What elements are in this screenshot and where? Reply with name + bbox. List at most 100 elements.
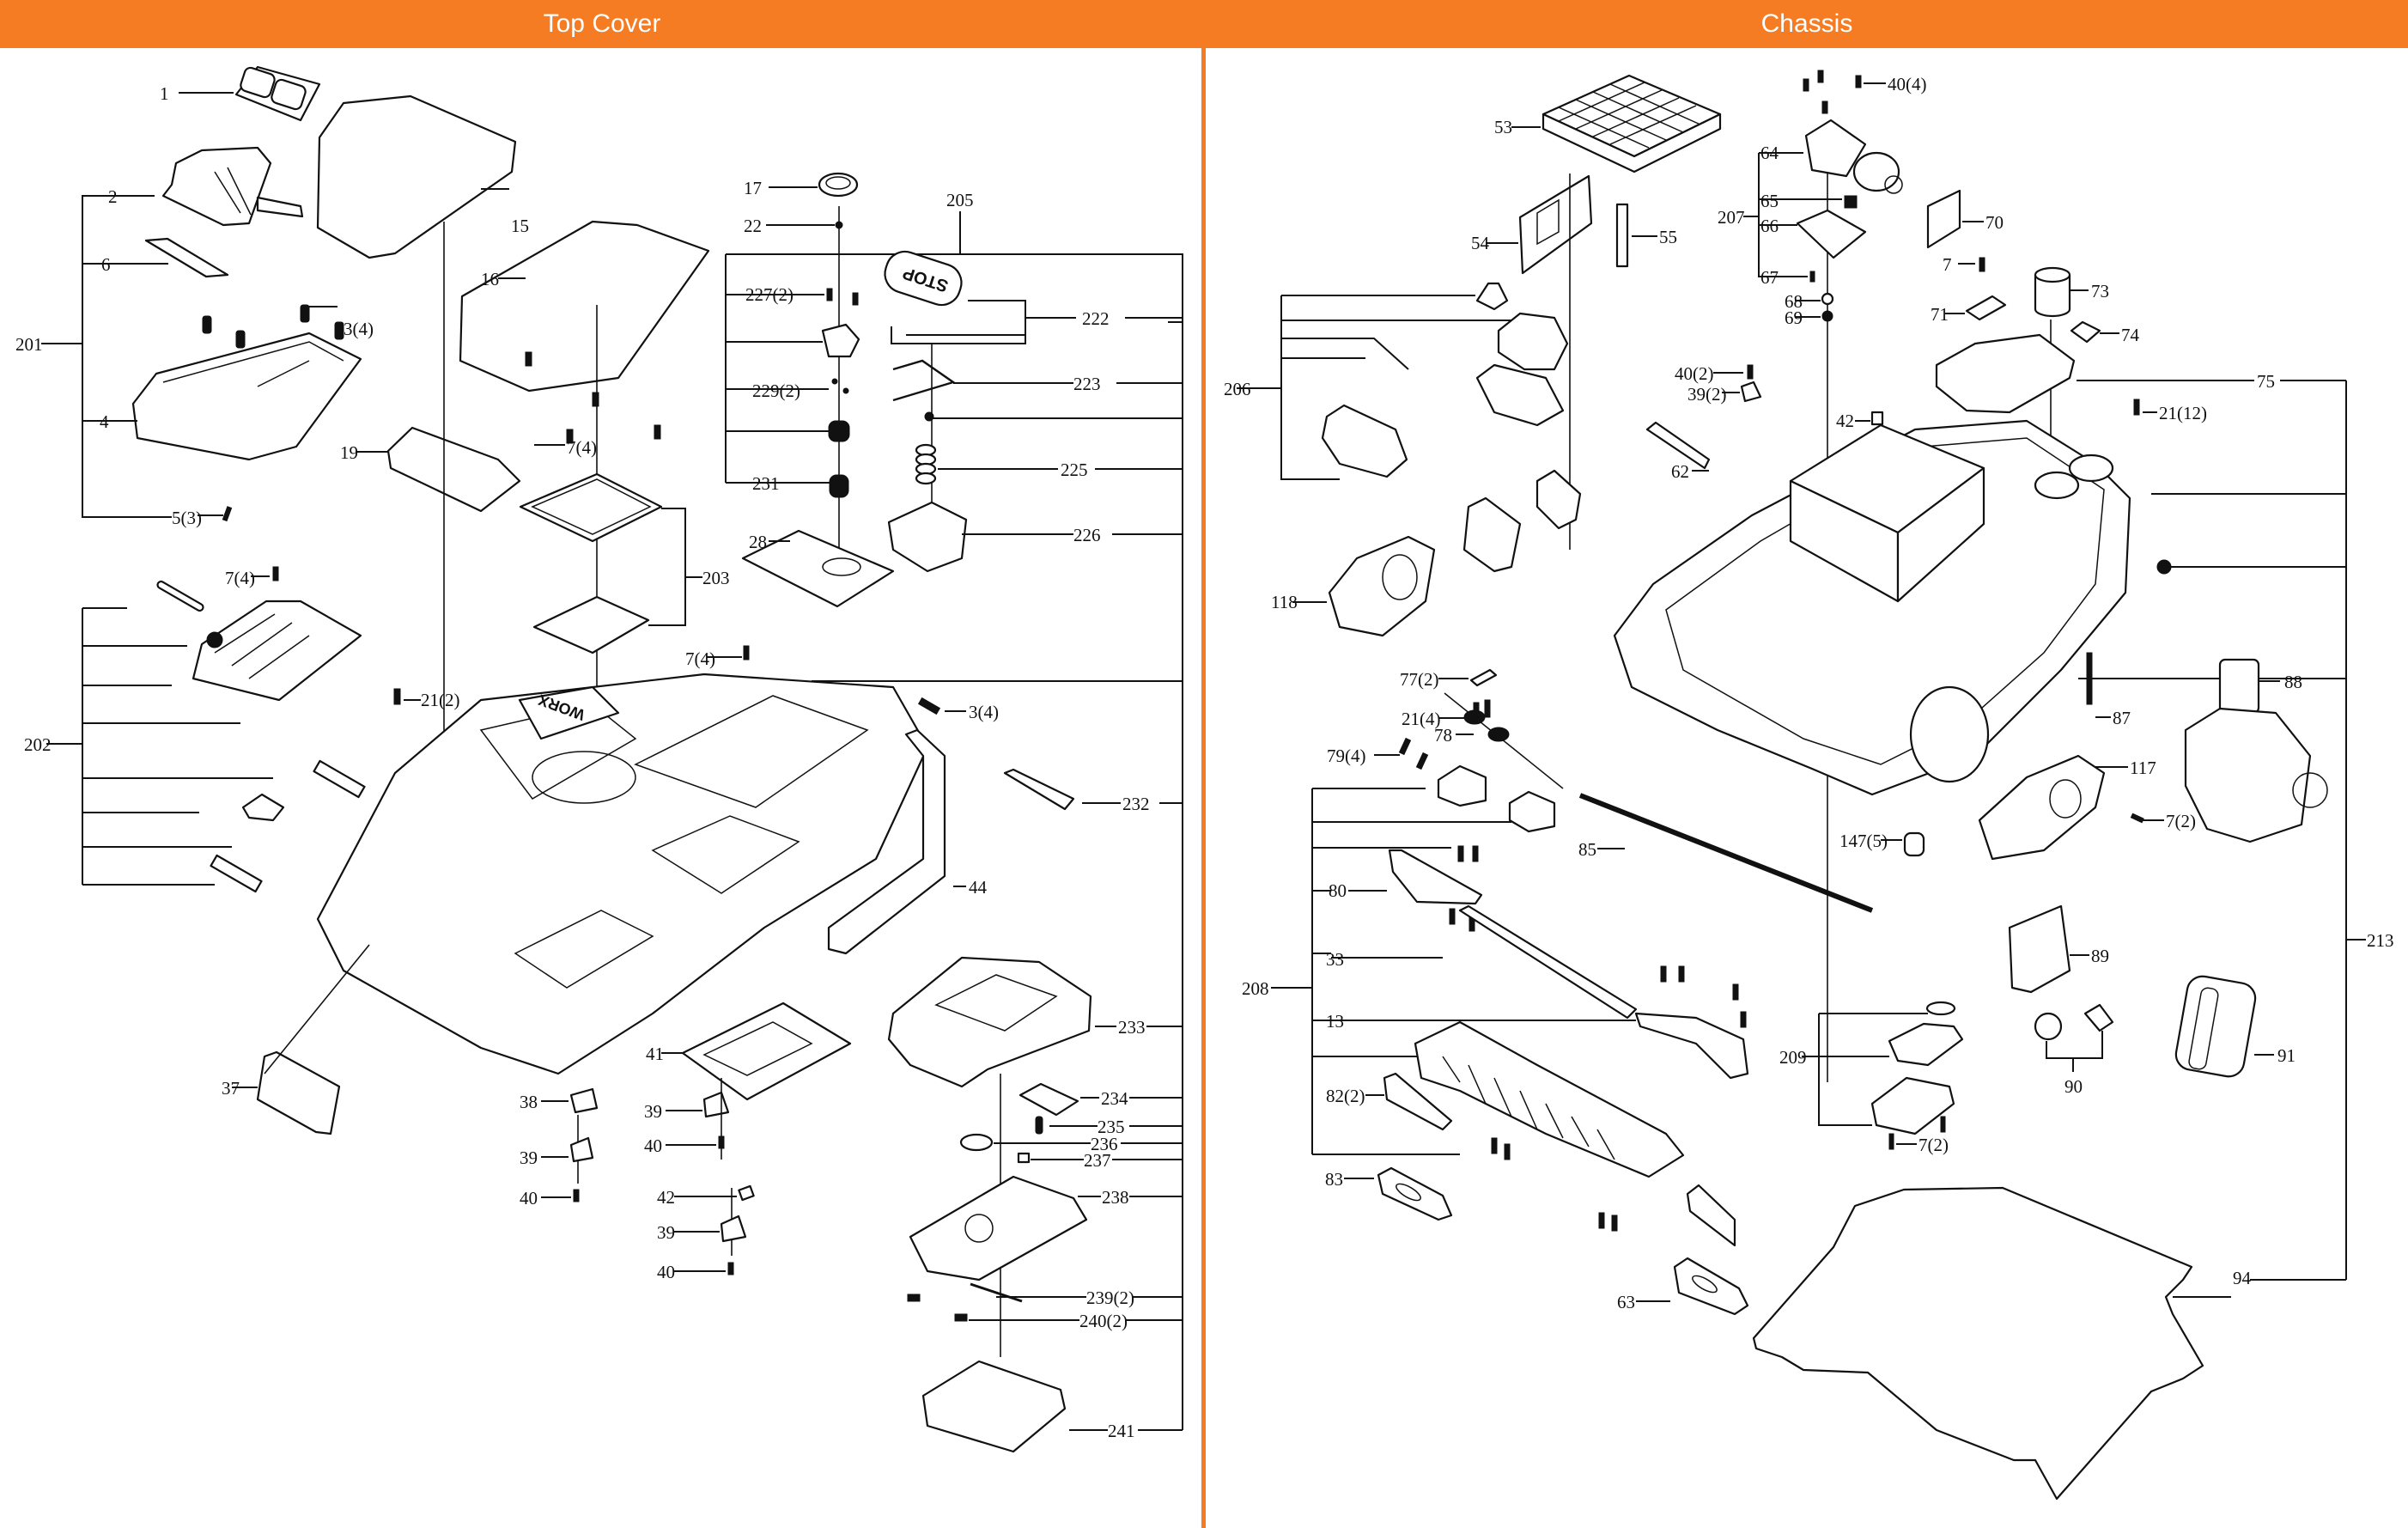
part-234-latch[interactable] [1019,1082,1079,1117]
part-42-nut[interactable] [738,1184,755,1202]
part-7-screw-f[interactable] [272,566,279,581]
part-41-panel[interactable] [681,1001,852,1101]
part-83-pad[interactable] [1377,1166,1453,1221]
part-39-clips-chassis[interactable] [1740,380,1762,403]
part-main-chassis-body[interactable] [1613,419,2131,796]
part-40-screw-b[interactable] [718,1135,725,1149]
part-55-bar[interactable] [1615,203,1629,268]
part-202-bracket-a[interactable] [313,759,366,799]
part-202-hinge[interactable] [241,793,285,822]
part-40-screws-chassis[interactable] [1747,364,1754,380]
part-33-rail[interactable] [1458,904,1638,1020]
part-38-clip[interactable] [569,1087,599,1114]
part-202-pin[interactable] [156,580,204,612]
part-117-cover[interactable] [1978,754,2106,861]
part-42-chassis-nut[interactable] [1870,411,1884,426]
part-19-tray[interactable] [386,426,521,513]
part-209-gasket[interactable] [1888,1022,1964,1067]
part-21-screw[interactable] [393,688,401,705]
part-37-badge[interactable] [256,1050,341,1135]
part-69-washer[interactable] [1821,310,1833,322]
part-40-screw-c[interactable] [727,1262,734,1275]
part-206-brush-holder[interactable] [1475,363,1565,427]
part-74-switch[interactable] [2070,320,2101,344]
part-cap-knob[interactable] [2156,559,2172,575]
part-229-ball[interactable] [831,378,838,385]
part-side-cover[interactable] [1535,469,1582,530]
part-78-springs[interactable] [1444,692,1564,789]
part-64-motor[interactable] [1804,119,1903,194]
part-3-screws-b[interactable] [917,697,941,715]
part-235-spring[interactable] [1035,1116,1043,1135]
part-209-oring[interactable] [1925,1001,1956,1016]
part-80-bracket[interactable] [1388,849,1483,905]
part-89-battery-bay[interactable] [2008,904,2071,994]
part-66-bracket[interactable] [1796,209,1867,259]
part-54-pcb[interactable] [1518,174,1593,275]
part-203-gasket[interactable] [532,595,650,654]
part-21-screws[interactable] [2133,399,2140,416]
part-62-strip[interactable] [1645,421,1711,470]
part-knob[interactable] [828,420,850,442]
part-223-wire[interactable] [892,359,956,402]
part-68-washer[interactable] [1821,292,1834,306]
part-39-clip-a[interactable] [569,1136,594,1163]
part-231-bushing[interactable] [829,474,849,498]
part-202-latch[interactable] [192,600,362,702]
part-6-plate[interactable] [144,237,229,278]
part-82-plate[interactable] [1383,1072,1453,1131]
part-209-housing[interactable] [1870,1076,1955,1135]
part-238-door[interactable] [909,1175,1088,1281]
part-203-filter[interactable] [519,472,663,543]
part-90-terminal[interactable] [2083,1003,2114,1032]
part-240-screw[interactable] [954,1313,968,1322]
part-208-bumper-frame[interactable] [1414,1020,1685,1178]
part-71-sensor[interactable] [1965,295,2007,321]
part-222-stop-button[interactable]: STOP [880,247,966,309]
part-4-handle-base[interactable] [131,332,362,461]
part-39-clip-b[interactable] [702,1091,730,1118]
part-237-cap[interactable] [1017,1152,1031,1164]
part-79-screws[interactable] [1398,737,1412,756]
part-90-grommet[interactable] [2034,1012,2063,1041]
part-236-oring[interactable] [959,1133,994,1152]
part-7-screw-e[interactable] [743,645,750,661]
part-225-spring[interactable] [915,443,937,485]
part-7-screw-a[interactable] [525,351,532,367]
part-224-screw[interactable] [924,411,934,422]
part-switch-body[interactable] [821,323,860,358]
part-233-battery-cover[interactable] [887,956,1092,1088]
part-44-handle[interactable] [827,728,946,955]
part-147-bushing[interactable] [1903,831,1925,857]
part-3-screws[interactable] [202,304,344,349]
part-85-rod[interactable] [1578,793,1874,913]
part-94-base-gasket[interactable] [1752,1186,2204,1501]
part-53-grid-box[interactable] [1541,74,1722,173]
part-208-hinge-a[interactable] [1437,764,1487,807]
part-241-gasket[interactable] [921,1360,1067,1453]
part-206-cone[interactable] [1475,282,1509,311]
part-5-screw[interactable] [222,506,233,522]
part-91-battery[interactable] [2174,974,2258,1079]
part-40-screws[interactable] [1803,78,1809,92]
part-7-screw[interactable] [1979,257,1985,272]
part-232-strip[interactable] [1003,768,1075,811]
part-main-top-cover-housing[interactable]: WORX [316,673,929,1075]
part-67-screw[interactable] [1809,271,1815,283]
part-88-motor[interactable] [2184,658,2328,843]
part-206-housing[interactable] [1497,312,1569,371]
part-75-gasket[interactable] [1935,333,2076,414]
part-13-bracket[interactable] [1634,1012,1749,1080]
part-16-lid[interactable] [459,220,710,393]
part-1-button-pad[interactable] [234,65,321,122]
part-239-pin[interactable] [970,1282,1023,1303]
part-118-plate[interactable] [1328,535,1436,637]
part-73-cylinder[interactable] [2034,266,2071,318]
part-227-screw[interactable] [826,288,833,301]
part-39-clip-c[interactable] [720,1214,747,1243]
part-63-pad[interactable] [1673,1257,1749,1316]
part-70-board[interactable] [1926,189,1961,249]
part-7-screws-chassis[interactable] [2130,813,2144,824]
part-77-plate[interactable] [1469,668,1498,687]
part-208-hinge-b[interactable] [1508,790,1556,833]
